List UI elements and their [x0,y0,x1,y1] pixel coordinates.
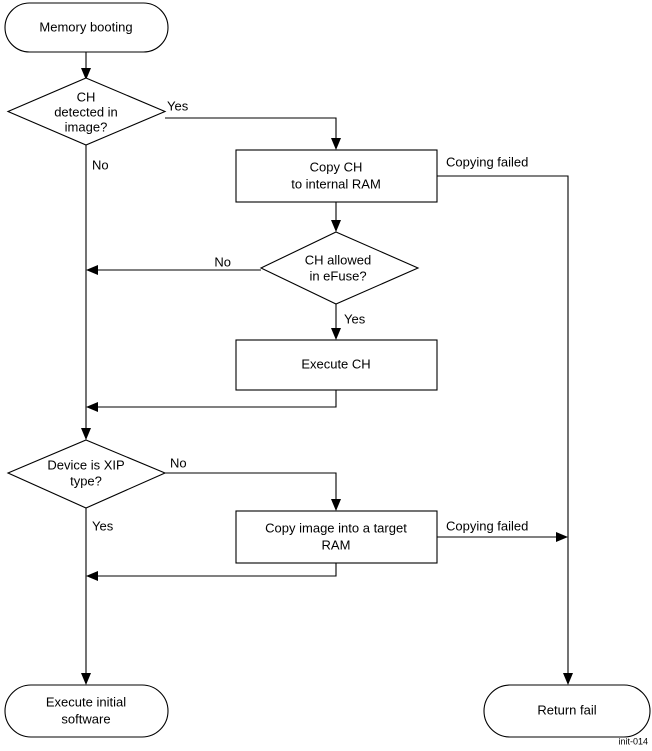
node-return-fail-label: Return fail [537,702,596,717]
arrowhead-execute-ch [331,328,341,340]
node-copy-image-line1: Copy image into a target [265,520,407,535]
edge-label-xip-no: No [170,455,187,470]
node-xip-decision [6,439,167,509]
node-execute-initial-line2: software [61,711,110,726]
node-memory-booting-label: Memory booting [39,19,132,34]
node-ch-allowed-line2: in eFuse? [309,268,366,283]
node-execute-ch [235,339,438,391]
node-ch-detected-line3: image? [65,119,108,134]
node-copy-image-line2: RAM [322,537,351,552]
node-ch-allowed-decision [259,231,420,305]
node-ch-detected-line1: CH [77,89,96,104]
node-copy-ch-line1: Copy CH [310,159,363,174]
edge-ch-detected-yes [165,117,337,144]
node-ch-allowed-line1: CH allowed [305,252,371,267]
edge-label-ch-allowed-no: No [214,254,231,269]
edge-label-copy-ch-failed: Copying failed [446,154,528,169]
edge-xip-no [165,472,337,505]
arrowhead-copy-image-merge [86,571,98,581]
arrowhead-execute-initial [81,673,91,685]
edge-execute-ch-merge [92,390,337,408]
arrowhead-copy-image-failed [556,532,568,542]
arrowhead-copy-ch [331,138,341,150]
arrowhead-ch-detected [81,68,91,80]
edge-copy-image-merge [92,563,337,577]
node-xip-line2: type? [70,473,102,488]
edge-label-ch-allowed-yes: Yes [344,311,366,326]
arrowhead-ch-allowed-no-merge [86,265,98,275]
edge-label-ch-detected-yes: Yes [167,98,189,113]
arrowhead-xip-decision [81,428,91,440]
node-execute-initial-line1: Execute initial [46,694,126,709]
node-ch-detected-decision [6,77,167,146]
node-execute-ch-label: Execute CH [301,356,370,371]
edge-label-copy-image-failed: Copying failed [446,518,528,533]
arrowhead-copy-image [331,499,341,511]
arrowhead-execute-ch-merge [86,402,98,412]
arrowhead-ch-allowed [331,220,341,232]
edge-label-ch-detected-no: No [92,157,109,172]
edge-copy-ch-failed [437,175,569,679]
figure-caption: init-014 [618,736,648,746]
node-execute-initial-software [4,684,169,738]
node-ch-detected-line2: detected in [54,104,118,119]
node-xip-line1: Device is XIP [47,457,124,472]
edge-label-xip-yes: Yes [92,518,114,533]
arrowhead-return-fail [563,673,573,685]
node-memory-booting [4,2,169,53]
node-return-fail [483,684,651,738]
node-copy-ch [235,149,438,203]
node-copy-ch-line2: to internal RAM [291,176,381,191]
node-copy-image [235,510,438,564]
